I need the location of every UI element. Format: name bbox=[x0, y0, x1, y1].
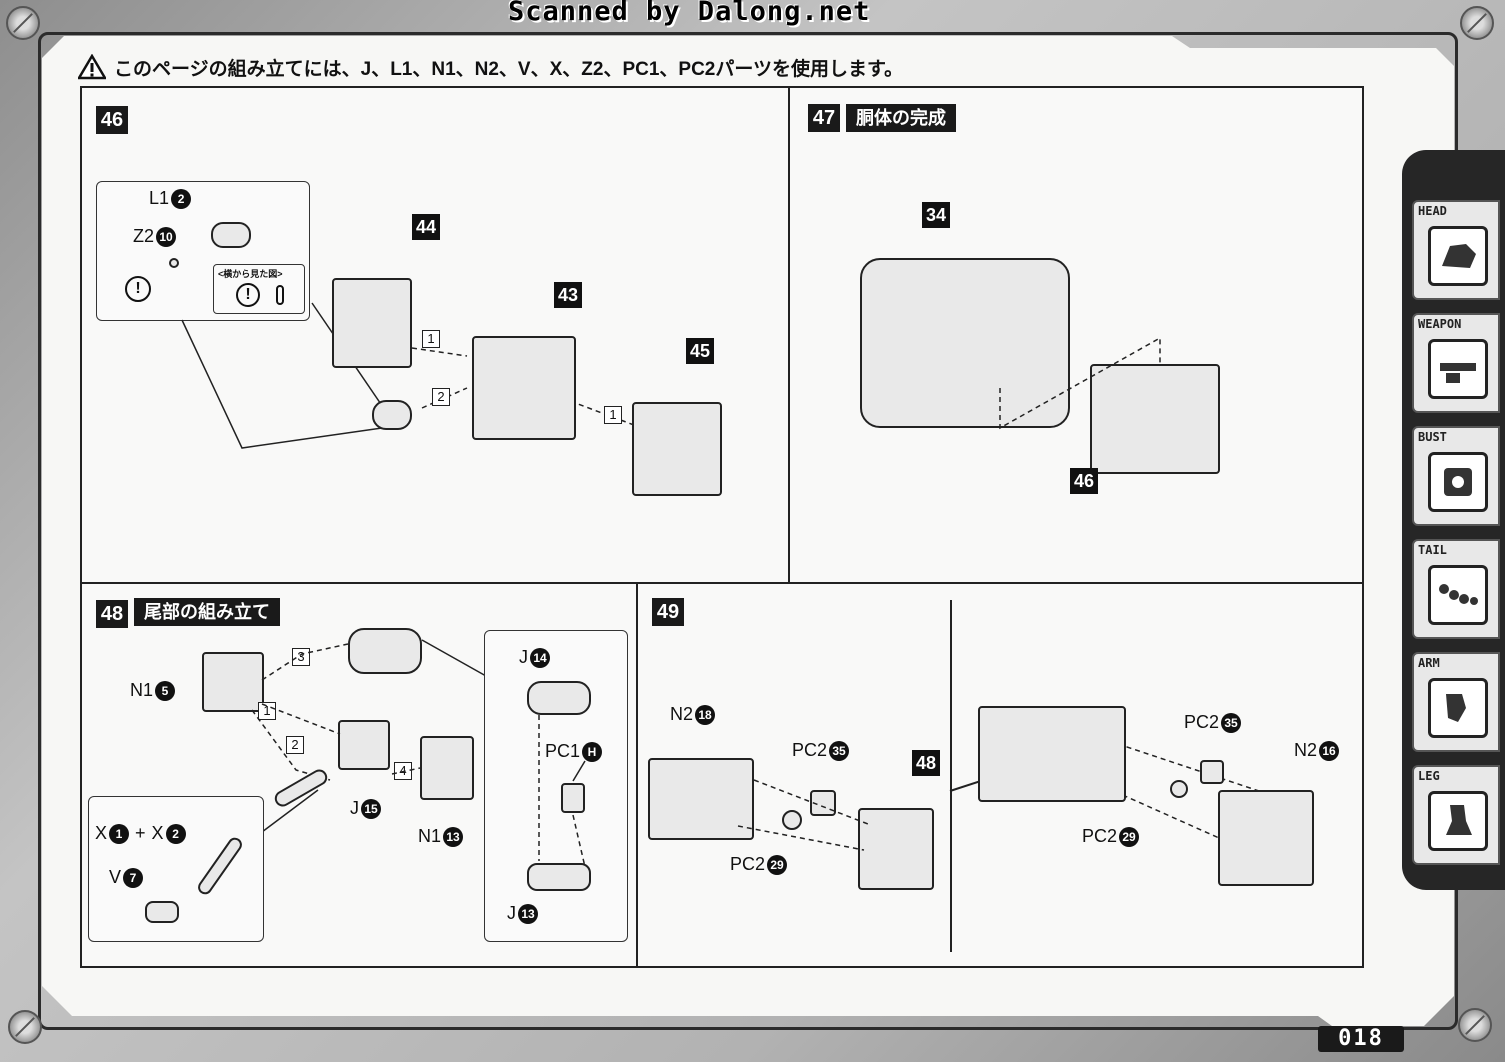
tab-tail[interactable]: TAIL bbox=[1412, 539, 1500, 639]
step-title: 胴体の完成 bbox=[846, 104, 956, 132]
step-47-panel: 47 胴体の完成 34 46 bbox=[788, 86, 1364, 584]
ref-46: 46 bbox=[1070, 468, 1098, 494]
corner-rivet-icon bbox=[1458, 1008, 1492, 1042]
ref-34: 34 bbox=[922, 202, 950, 228]
joint-part bbox=[348, 628, 422, 674]
z2-side-icon bbox=[276, 285, 284, 305]
order-box: 2 bbox=[286, 736, 304, 754]
scan-watermark: Scanned by Dalong.net bbox=[508, 0, 871, 27]
v-part bbox=[145, 901, 179, 923]
j13-part bbox=[527, 863, 591, 891]
arm-icon bbox=[1428, 678, 1488, 738]
tab-bust[interactable]: BUST bbox=[1412, 426, 1500, 526]
part-43-illustration bbox=[472, 336, 576, 440]
step-number: 48 bbox=[96, 600, 128, 628]
weapon-icon bbox=[1428, 339, 1488, 399]
tab-leg[interactable]: LEG bbox=[1412, 765, 1500, 865]
head-icon bbox=[1428, 226, 1488, 286]
tab-head[interactable]: HEAD bbox=[1412, 200, 1500, 300]
pc2-29-part bbox=[782, 810, 802, 830]
order-box: 2 bbox=[432, 388, 450, 406]
order-box: 1 bbox=[604, 406, 622, 424]
warning-icon bbox=[76, 53, 108, 80]
step-number: 47 bbox=[808, 104, 840, 132]
body-assembly-illustration bbox=[860, 258, 1070, 428]
step-title: 尾部の組み立て bbox=[134, 598, 280, 626]
page-number: 018 bbox=[1318, 1026, 1404, 1052]
part-44-illustration bbox=[332, 278, 412, 368]
n2-18-part bbox=[648, 758, 754, 840]
corner-rivet-icon bbox=[1460, 6, 1494, 40]
pc2-29b-part bbox=[1170, 780, 1188, 798]
parts-notice-text: このページの組み立てには、J、L1、N1、N2、V、X、Z2、PC1、PC2パー… bbox=[114, 58, 904, 80]
caution-icon: ! bbox=[125, 276, 151, 302]
j14-part bbox=[527, 681, 591, 715]
pc2-35b-part bbox=[1200, 760, 1224, 784]
order-box: 1 bbox=[258, 702, 276, 720]
tab-arm[interactable]: ARM bbox=[1412, 652, 1500, 752]
order-box: 1 bbox=[422, 330, 440, 348]
l1-assembly-illustration bbox=[372, 400, 412, 430]
n2-16-part bbox=[1218, 790, 1314, 886]
bust-icon bbox=[1428, 452, 1488, 512]
j-pc1-leader-lines bbox=[538, 715, 586, 868]
ref-43: 43 bbox=[554, 282, 582, 308]
tail-icon bbox=[1428, 565, 1488, 625]
part-45-illustration bbox=[632, 402, 722, 496]
pc1-part bbox=[561, 783, 585, 813]
step-47-leader-lines bbox=[999, 336, 1161, 430]
step-number: 46 bbox=[96, 106, 128, 134]
ref-44: 44 bbox=[412, 214, 440, 240]
z2-part bbox=[169, 258, 179, 268]
tail-assembly-48-illustration bbox=[858, 808, 934, 890]
ref-48: 48 bbox=[912, 750, 940, 776]
n1-5-part bbox=[202, 652, 264, 712]
x-rod-part bbox=[195, 834, 245, 898]
step-49-divider bbox=[950, 600, 952, 952]
step-number: 49 bbox=[652, 598, 684, 626]
step-48-leader-lines bbox=[251, 639, 487, 833]
l1-part bbox=[211, 222, 251, 248]
corner-rivet-icon bbox=[8, 1010, 42, 1044]
section-tab-strip: HEAD WEAPON BUST TAIL ARM LEG bbox=[1402, 150, 1505, 890]
side-view-label: <横から見た図> bbox=[218, 269, 283, 279]
body-assembly-illustration bbox=[978, 706, 1126, 802]
leg-icon bbox=[1428, 791, 1488, 851]
caution-icon: ! bbox=[236, 283, 260, 307]
parts-notice: このページの組み立てには、J、L1、N1、N2、V、X、Z2、PC1、PC2パー… bbox=[76, 52, 904, 82]
j15-part bbox=[338, 720, 390, 770]
part-46-illustration bbox=[1090, 364, 1220, 474]
order-box: 3 bbox=[292, 648, 310, 666]
corner-rivet-icon bbox=[6, 6, 40, 40]
side-view-inset: <横から見た図> ! bbox=[213, 264, 305, 314]
ref-45: 45 bbox=[686, 338, 714, 364]
tab-weapon[interactable]: WEAPON bbox=[1412, 313, 1500, 413]
n1-13-part bbox=[420, 736, 474, 800]
